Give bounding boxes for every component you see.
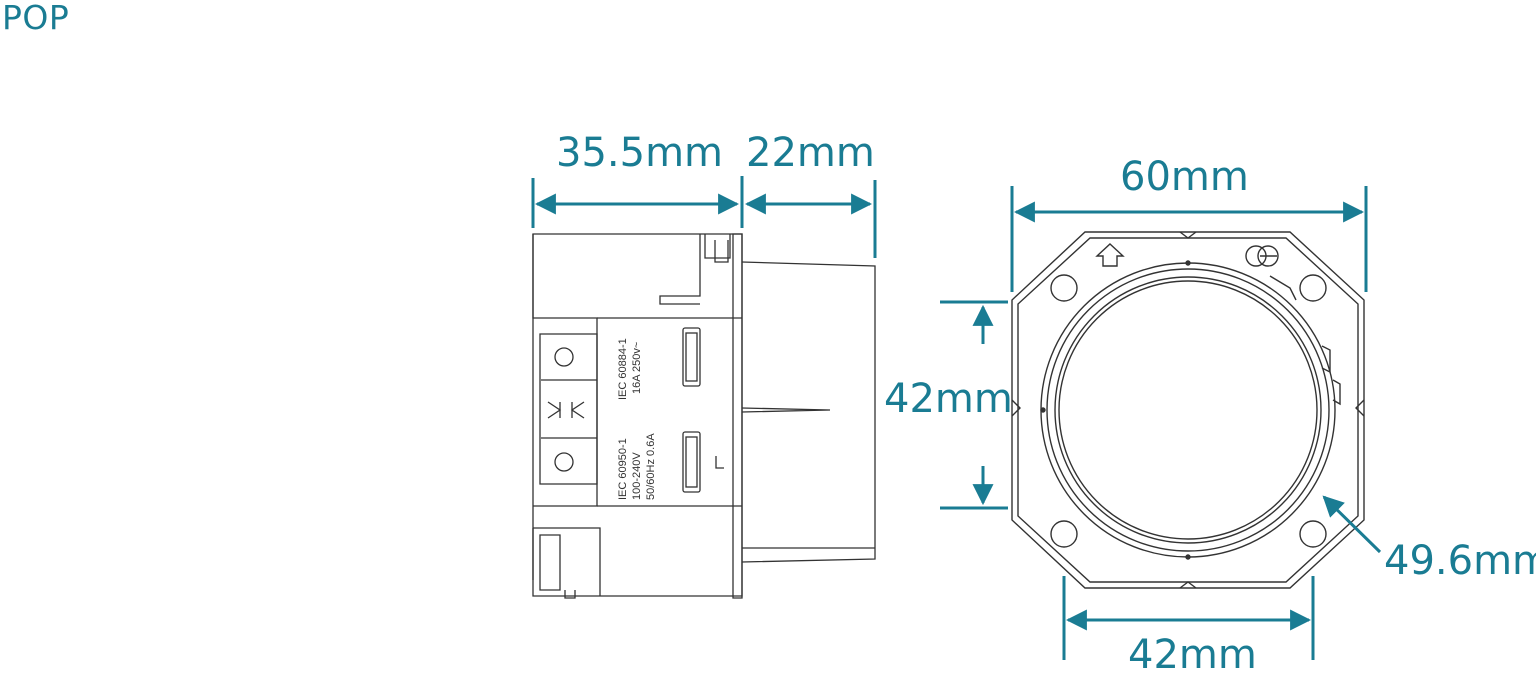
front-dimensions (940, 186, 1382, 660)
spec-line-2: 16A 250v~ (631, 342, 643, 394)
middle-ring (1046, 268, 1330, 552)
side-bezel (732, 233, 743, 599)
mount-hole-top-left (1050, 274, 1078, 302)
diameter-leader (1322, 495, 1382, 554)
spec-line-5: 50/60Hz 0.6A (645, 433, 657, 500)
oe-logo (1245, 245, 1279, 267)
outer-ring (1040, 262, 1336, 558)
mount-hole-bottom-left (1050, 520, 1078, 548)
side-dimensions (531, 176, 877, 258)
depth-label: 35.5mm (556, 130, 723, 176)
inner-face (1054, 276, 1322, 544)
spec-line-1: IEC 60884-1 (617, 338, 629, 400)
spec-text: IEC 60884-1 16A 250v~ IEC 60950-1 100-24… (617, 338, 657, 500)
width-label: 60mm (1120, 154, 1249, 200)
side-view (532, 233, 876, 599)
up-arrow-icon (1095, 243, 1125, 267)
mount-hole-bottom-right (1299, 520, 1327, 548)
protrusion-label: 22mm (746, 130, 875, 176)
spec-line-4: 100-240V (631, 452, 643, 500)
diameter-label: 49.6mm (1384, 538, 1536, 584)
side-screw-top (554, 347, 574, 367)
usb-port-top (682, 327, 701, 387)
side-cylinder (741, 261, 876, 563)
front-plate-outline (1011, 231, 1365, 589)
spec-line-3: IEC 60950-1 (617, 438, 629, 500)
height-label: 42mm (884, 376, 1013, 422)
usb-port-bottom (682, 431, 701, 493)
front-view (1011, 231, 1365, 589)
hole-spacing-label: 42mm (1128, 632, 1257, 677)
side-screw-bottom (554, 452, 574, 472)
page-title: POP (2, 0, 70, 37)
mount-hole-top-right (1299, 274, 1327, 302)
side-body-outline (532, 233, 743, 597)
